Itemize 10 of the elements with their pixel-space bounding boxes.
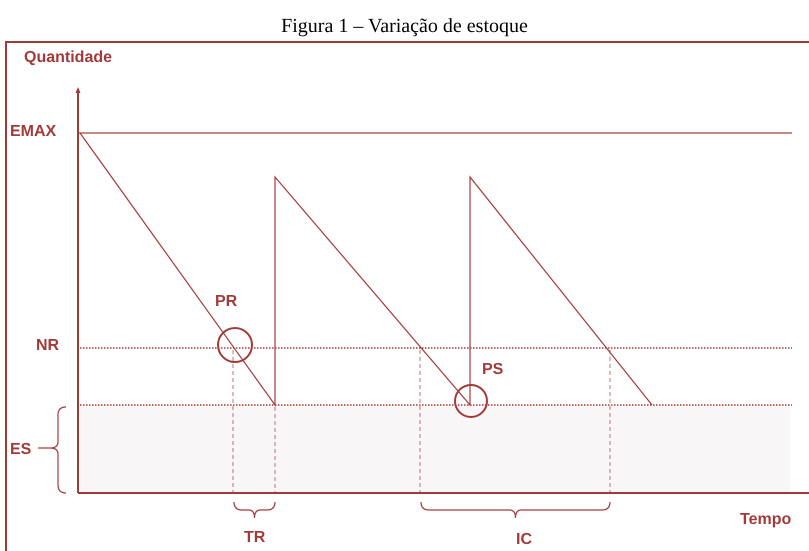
level-label: ES: [10, 440, 32, 460]
axis-label: Tempo: [740, 510, 792, 530]
axis-label: Quantidade: [24, 48, 112, 68]
interval-label: IC: [516, 530, 532, 550]
level-label: NR: [36, 336, 60, 356]
figure-title: Figura 1 – Variação de estoque: [280, 14, 529, 38]
point-label: PS: [482, 360, 504, 380]
level-label: EMAX: [10, 122, 56, 142]
interval-label: TR: [244, 528, 266, 548]
point-label: PR: [215, 292, 238, 312]
